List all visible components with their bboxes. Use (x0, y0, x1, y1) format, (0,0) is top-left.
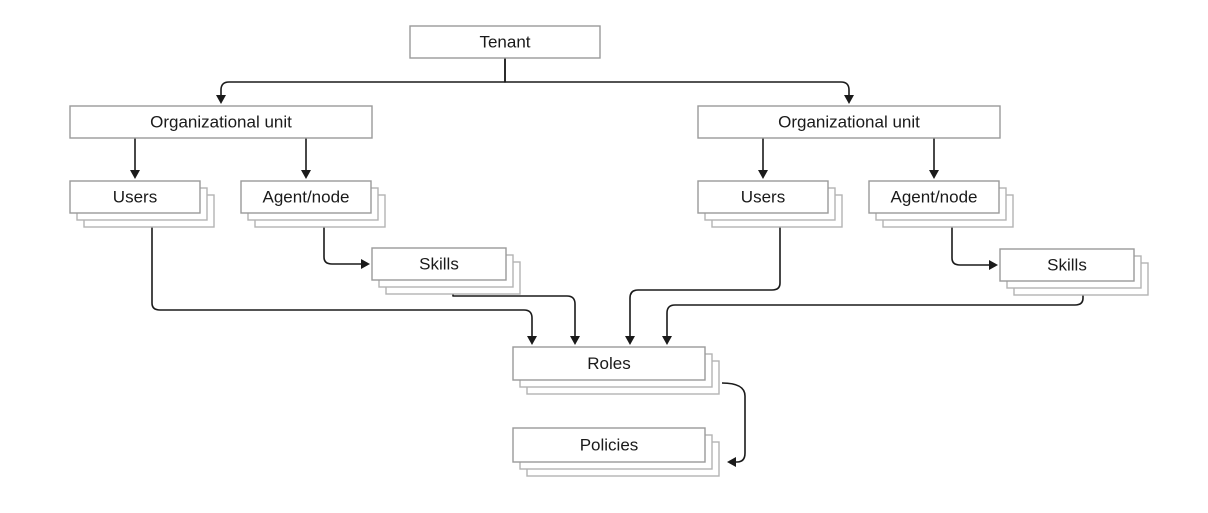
arrowhead-arrow-agent-left (301, 170, 311, 179)
node-face[interactable] (240, 180, 372, 214)
connector-tenant-to-ou-left (220, 58, 506, 98)
node-label: Users (741, 187, 785, 206)
connector-roles-to-policies (721, 382, 746, 463)
node-agent-left[interactable]: Agent/node (240, 180, 386, 228)
arrowhead-layer (130, 95, 998, 467)
node-users-left[interactable]: Users (69, 180, 215, 228)
node-tenant[interactable]: Tenant (409, 25, 601, 59)
node-face[interactable] (868, 180, 1000, 214)
node-face[interactable] (512, 427, 706, 463)
node-face[interactable] (69, 180, 201, 214)
node-skills-right[interactable]: Skills (999, 248, 1149, 296)
connector-tenant-to-ou-right (504, 58, 850, 98)
node-roles[interactable]: Roles (512, 346, 720, 395)
node-skills-left[interactable]: Skills (371, 247, 521, 295)
arrowhead-arrow-ou-right (844, 95, 854, 104)
arrowhead-arrow-ou-left (216, 95, 226, 104)
arrowhead-arrow-roles-4 (662, 336, 672, 345)
node-label: Roles (587, 354, 630, 373)
node-face[interactable] (697, 105, 1001, 139)
connector-users-left-to-roles (151, 213, 533, 339)
node-label: Organizational unit (778, 112, 920, 131)
arrowhead-arrow-users-right (758, 170, 768, 179)
arrowhead-arrow-roles-3 (625, 336, 635, 345)
node-label: Tenant (479, 32, 530, 51)
node-label: Policies (580, 435, 639, 454)
node-face[interactable] (371, 247, 507, 281)
arrowhead-arrow-agent-right (929, 170, 939, 179)
arrowhead-arrow-policies (727, 457, 736, 467)
node-ou-right[interactable]: Organizational unit (697, 105, 1001, 139)
node-label: Organizational unit (150, 112, 292, 131)
arrowhead-arrow-users-left (130, 170, 140, 179)
node-ou-left[interactable]: Organizational unit (69, 105, 373, 139)
node-label: Users (113, 187, 157, 206)
node-label: Agent/node (891, 187, 978, 206)
connector-skills-right-to-roles (666, 295, 1084, 339)
node-label: Skills (419, 254, 459, 273)
node-label: Skills (1047, 255, 1087, 274)
connector-agent-right-to-skills (951, 227, 992, 266)
node-users-right[interactable]: Users (697, 180, 843, 228)
node-agent-right[interactable]: Agent/node (868, 180, 1014, 228)
node-face[interactable] (697, 180, 829, 214)
arrowhead-arrow-roles-2 (570, 336, 580, 345)
arrowhead-arrow-skills-right (989, 260, 998, 270)
node-face[interactable] (512, 346, 706, 381)
arrowhead-arrow-skills-left (361, 259, 370, 269)
node-face[interactable] (999, 248, 1135, 282)
node-label: Agent/node (263, 187, 350, 206)
node-face[interactable] (69, 105, 373, 139)
node-face[interactable] (409, 25, 601, 59)
connector-agent-left-to-skills (323, 227, 364, 265)
node-policies[interactable]: Policies (512, 427, 720, 477)
connector-users-right-to-roles (629, 213, 781, 339)
connector-skills-left-to-roles-2 (452, 294, 576, 339)
arrowhead-arrow-roles-1 (527, 336, 537, 345)
